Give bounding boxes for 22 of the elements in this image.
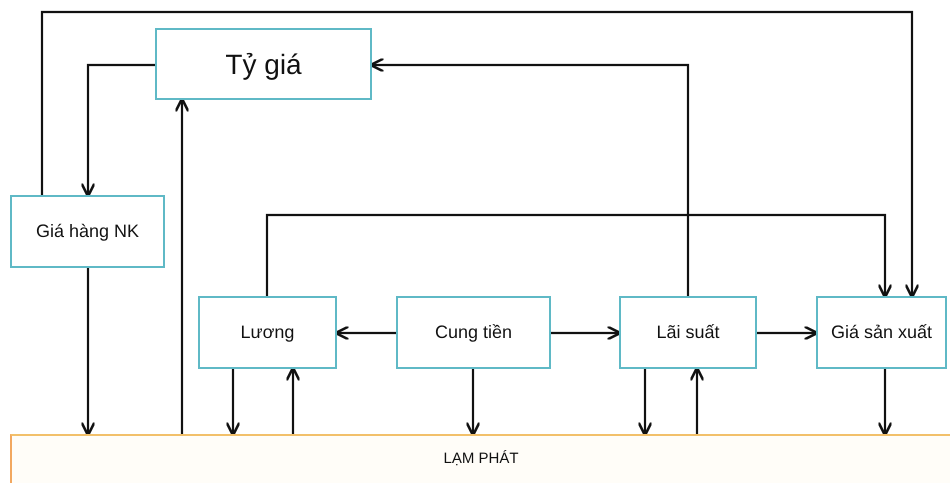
arrow	[80, 64, 155, 198]
box-label: LẠM PHÁT	[443, 450, 518, 469]
arrow	[266, 214, 893, 299]
arrow	[80, 268, 96, 437]
process-box	[396, 296, 551, 369]
box-label: Giá hàng NK	[36, 220, 140, 243]
arrow	[637, 369, 653, 437]
box-label: Lương	[240, 321, 294, 344]
process-box	[10, 195, 165, 268]
arrow	[465, 369, 481, 437]
inflation-band	[10, 434, 950, 483]
arrow	[40, 10, 920, 299]
box-label: Tỷ giá	[225, 48, 302, 82]
arrow	[225, 369, 241, 437]
box-label: Giá sản xuất	[830, 321, 932, 344]
process-box	[816, 296, 947, 369]
process-box	[198, 296, 337, 369]
process-box	[619, 296, 757, 369]
box-label: Lãi suất	[656, 321, 720, 344]
box-label: Cung tiền	[434, 321, 512, 344]
process-box	[155, 28, 372, 100]
arrow	[877, 369, 893, 437]
